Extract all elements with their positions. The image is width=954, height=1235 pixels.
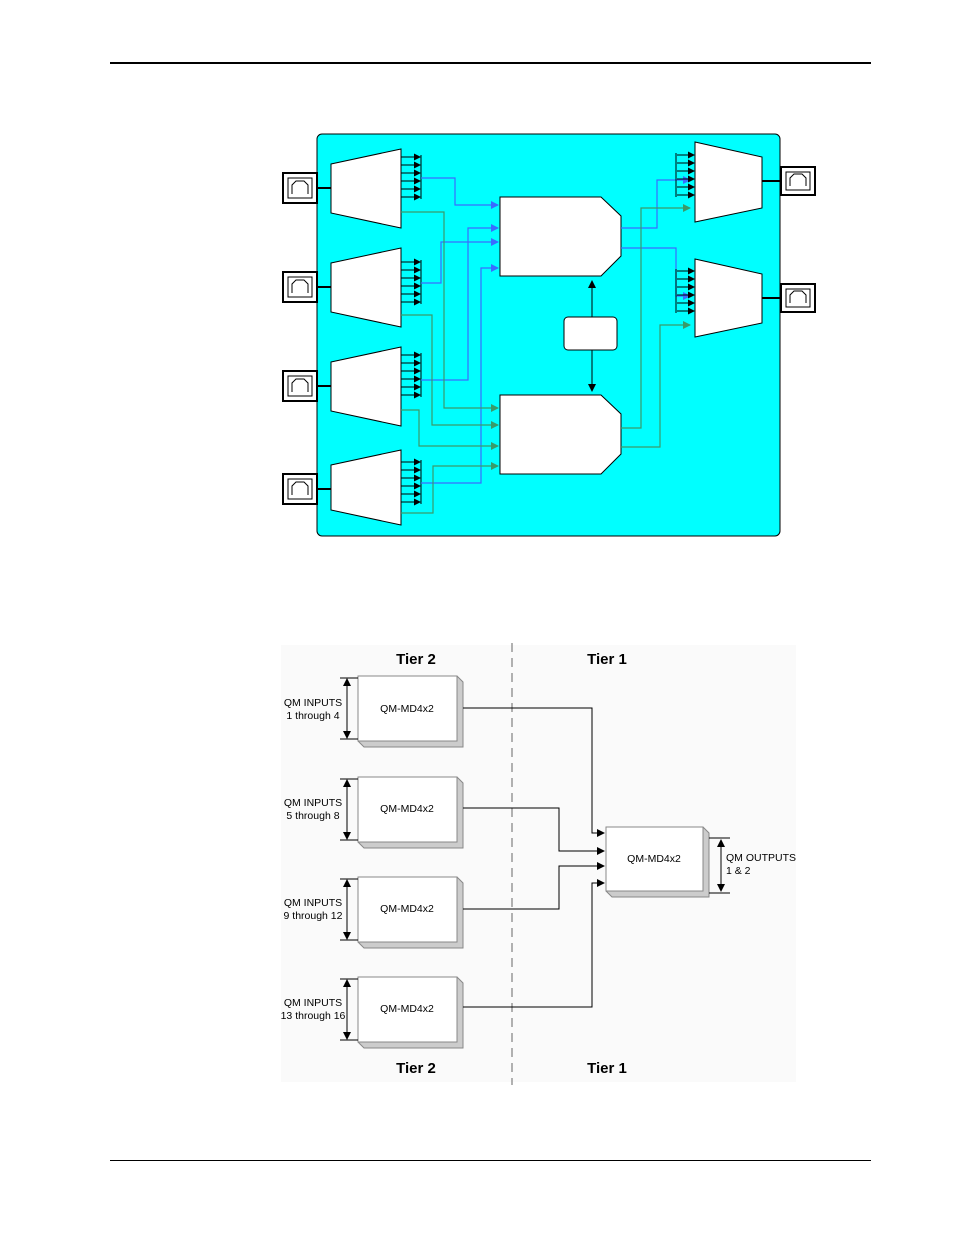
tier1-top-label: Tier 1 — [587, 651, 627, 668]
outputs-label-line1: QM OUTPUTS — [726, 852, 796, 864]
inputs-label-line1: QM INPUTS — [284, 897, 342, 909]
inputs-label-line2: 13 through 16 — [281, 1010, 346, 1022]
inputs-label-line1: QM INPUTS — [284, 797, 342, 809]
module-label: QM-MD4x2 — [380, 1003, 434, 1015]
module-label: QM-MD4x2 — [380, 903, 434, 915]
inputs-label-line2: 5 through 8 — [286, 810, 339, 822]
tier2-module-3: QM-MD4x2 — [358, 877, 463, 948]
tier2-module-4: QM-MD4x2 — [358, 977, 463, 1048]
module-label: QM-MD4x2 — [380, 703, 434, 715]
tier2-bottom-label: Tier 2 — [396, 1060, 436, 1077]
tier1-bottom-label: Tier 1 — [587, 1060, 627, 1077]
tier1-module: QM-MD4x2 — [606, 827, 709, 897]
outputs-label-line2: 1 & 2 — [726, 865, 751, 877]
inputs-label-line2: 1 through 4 — [286, 710, 339, 722]
tier2-top-label: Tier 2 — [396, 651, 436, 668]
tier1-module-label: QM-MD4x2 — [627, 853, 681, 865]
inputs-label-line1: QM INPUTS — [284, 697, 342, 709]
inputs-label-line2: 9 through 12 — [284, 910, 343, 922]
module-label: QM-MD4x2 — [380, 803, 434, 815]
tier2-module-2: QM-MD4x2 — [358, 777, 463, 848]
tier2-module-1: QM-MD4x2 — [358, 676, 463, 747]
inputs-label-line1: QM INPUTS — [284, 997, 342, 1009]
